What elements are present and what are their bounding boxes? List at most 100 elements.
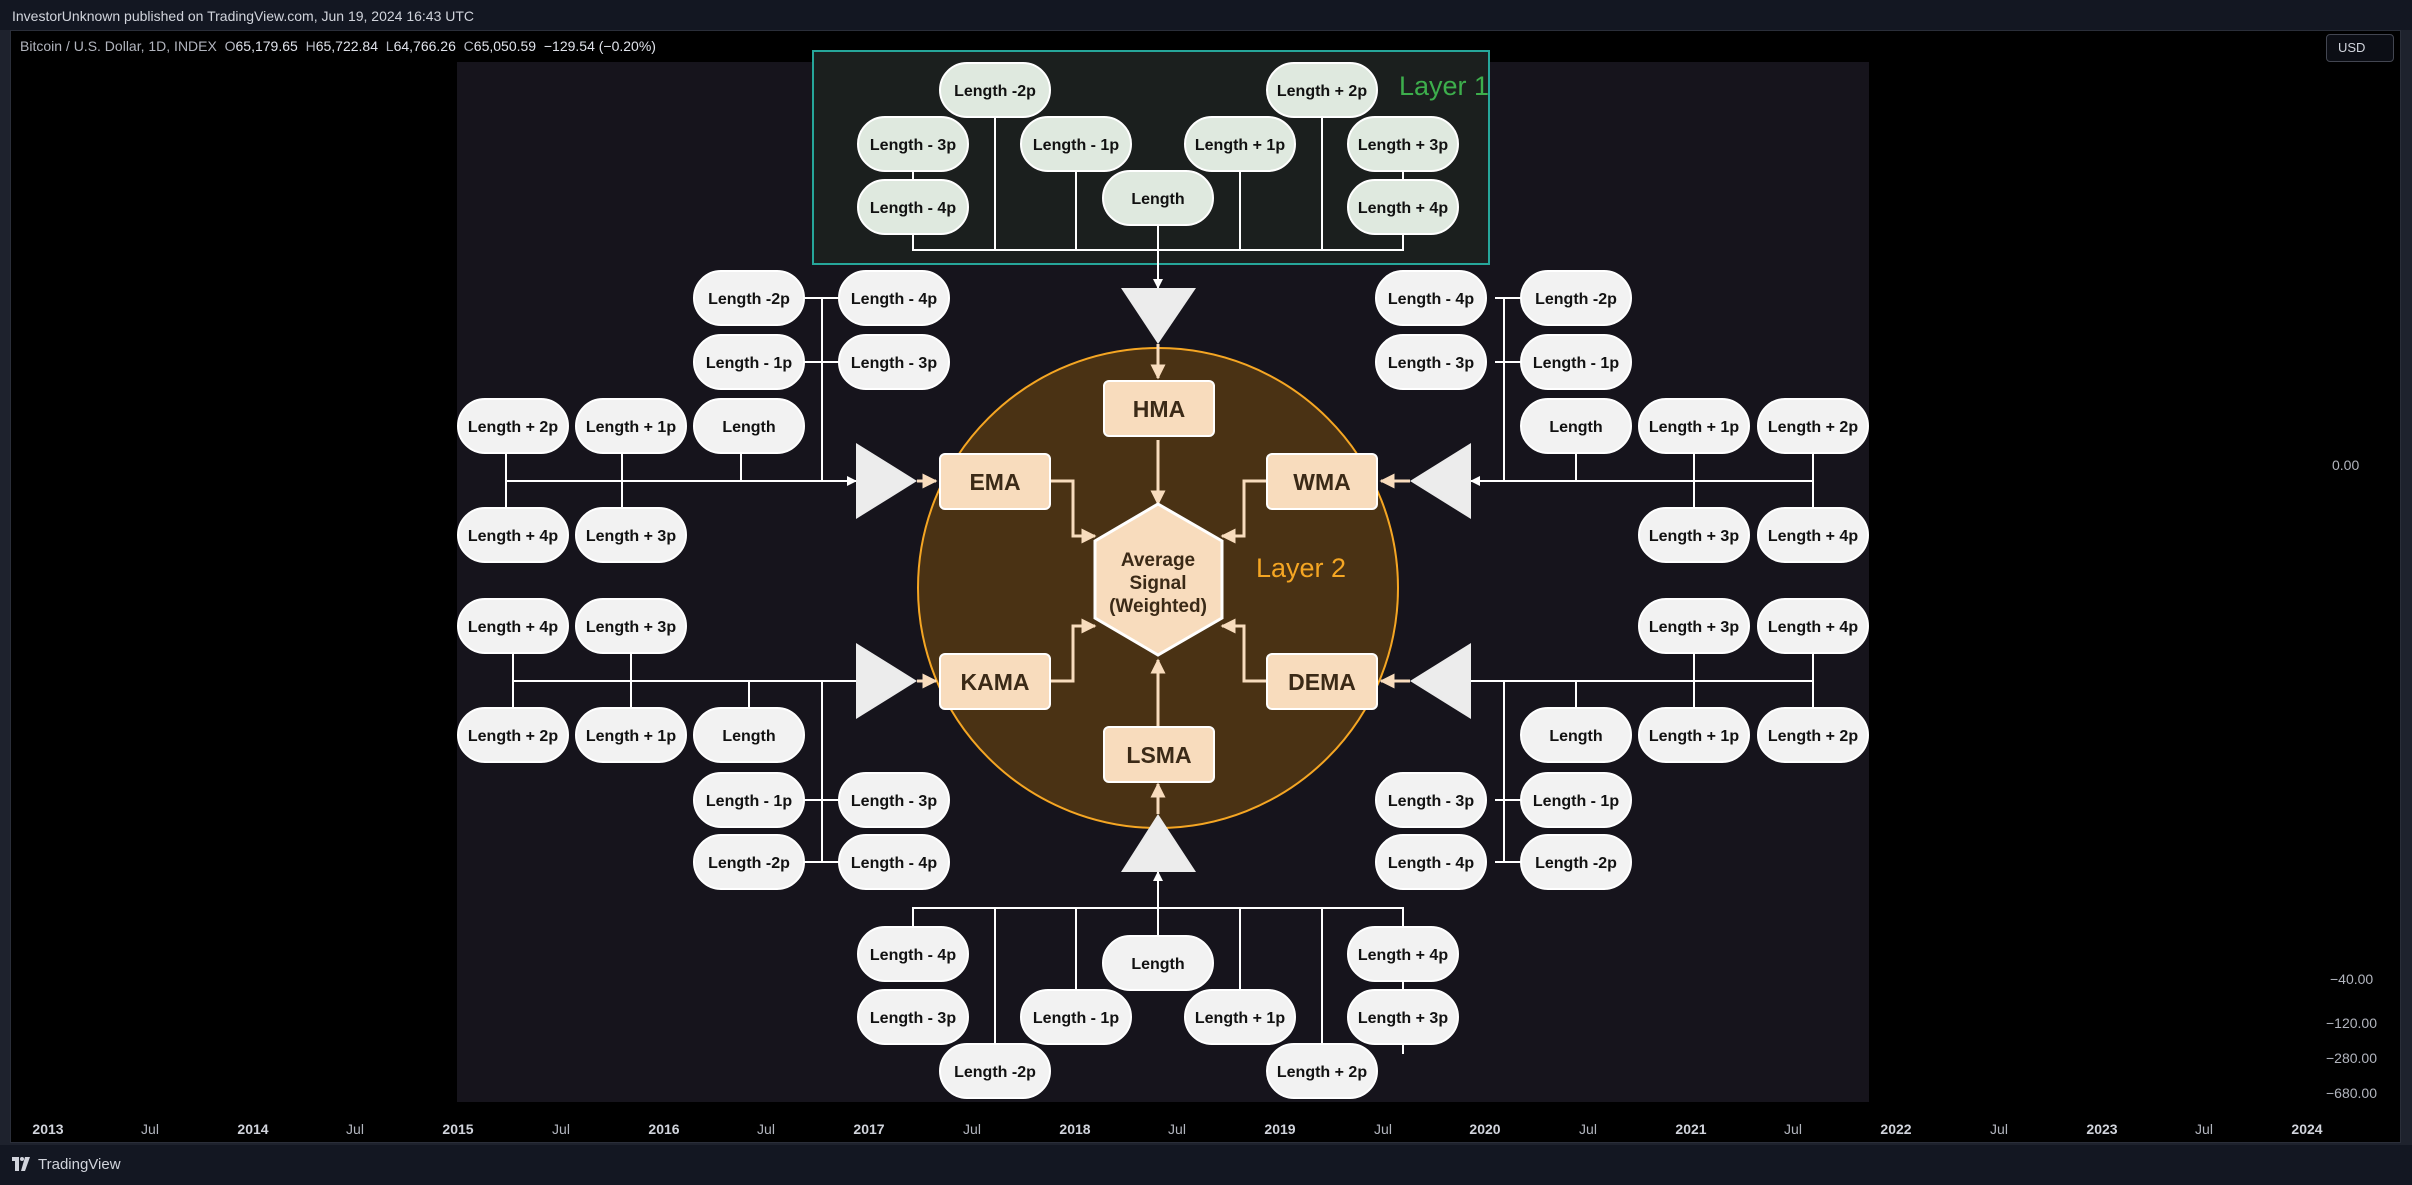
length-node: Length -2p	[939, 62, 1051, 118]
ma-lsma: LSMA	[1103, 726, 1215, 783]
time-label: 2020	[1469, 1121, 1501, 1137]
time-label: 2021	[1675, 1121, 1707, 1137]
time-label: 2022	[1880, 1121, 1912, 1137]
length-node-label: Length -2p	[954, 83, 1036, 100]
length-node: Length + 3p	[1638, 598, 1750, 654]
close-label: C	[463, 38, 474, 54]
length-node-pill	[1347, 989, 1459, 1045]
length-node: Length - 3p	[1375, 772, 1487, 828]
length-node-pill	[1638, 707, 1750, 763]
length-node: Length + 3p	[1347, 989, 1459, 1045]
open-label: O	[224, 38, 236, 54]
length-node: Length + 1p	[1184, 989, 1296, 1045]
length-node-pill	[1520, 772, 1632, 828]
length-node: Length - 1p	[693, 772, 805, 828]
center-line-2: Signal	[1129, 573, 1186, 594]
length-node-label: Length	[722, 728, 775, 745]
time-label: 2014	[237, 1121, 269, 1137]
length-node-pill	[838, 334, 950, 390]
length-node-label: Length -2p	[954, 1064, 1036, 1081]
length-node: Length - 4p	[838, 270, 950, 326]
center-line-1: Average	[1121, 550, 1195, 571]
length-node: Length - 1p	[693, 334, 805, 390]
length-node: Length + 1p	[575, 707, 687, 763]
length-node-pill	[857, 989, 969, 1045]
length-node: Length + 4p	[457, 507, 569, 563]
length-node: Length - 3p	[838, 334, 950, 390]
time-label: 2013	[32, 1121, 64, 1137]
length-node-label: Length + 1p	[1649, 419, 1739, 436]
length-node: Length + 1p	[575, 398, 687, 454]
length-node-label: Length + 4p	[1768, 528, 1858, 545]
price-label: 0.00	[2332, 457, 2360, 473]
length-node-label: Length - 1p	[1033, 137, 1119, 154]
length-node: Length + 1p	[1638, 398, 1750, 454]
length-node-pill	[1347, 926, 1459, 982]
length-node-pill	[1347, 116, 1459, 172]
length-node-pill	[575, 598, 687, 654]
length-node-label: Length + 3p	[586, 528, 676, 545]
triangle-left-lower-icon	[856, 643, 917, 719]
length-node: Length + 2p	[1266, 1043, 1378, 1099]
length-node-pill	[1102, 170, 1214, 226]
length-node-label: Length + 4p	[1358, 947, 1448, 964]
currency-button[interactable]: USD	[2326, 34, 2394, 62]
length-node-pill	[693, 398, 805, 454]
length-node-label: Length + 2p	[468, 728, 558, 745]
length-node: Length + 3p	[575, 507, 687, 563]
length-node-label: Length + 2p	[1768, 419, 1858, 436]
length-node-pill	[1520, 270, 1632, 326]
length-node-pill	[939, 62, 1051, 118]
price-label: −680.00	[2326, 1085, 2377, 1101]
length-node-label: Length + 4p	[468, 619, 558, 636]
length-node-label: Length	[1549, 419, 1602, 436]
tradingview-logo-icon	[12, 1157, 30, 1171]
length-node-pill	[457, 507, 569, 563]
length-node-label: Length + 2p	[1277, 1064, 1367, 1081]
length-node: Length + 2p	[1757, 398, 1869, 454]
length-node-pill	[575, 507, 687, 563]
length-node: Length - 3p	[1375, 334, 1487, 390]
length-node-pill	[857, 179, 969, 235]
length-node-pill	[1375, 834, 1487, 890]
close-value: 65,050.59	[473, 38, 537, 54]
length-node-pill	[1757, 398, 1869, 454]
length-node: Length - 4p	[1375, 270, 1487, 326]
time-label: 2019	[1264, 1121, 1296, 1137]
time-label: 2024	[2291, 1121, 2323, 1137]
length-node: Length + 4p	[1347, 179, 1459, 235]
length-node: Length	[1102, 170, 1214, 226]
length-node-pill	[693, 834, 805, 890]
length-node-label: Length + 4p	[468, 528, 558, 545]
length-node: Length -2p	[1520, 270, 1632, 326]
length-node: Length - 1p	[1520, 772, 1632, 828]
length-node-label: Length - 1p	[1533, 793, 1619, 810]
length-node-label: Length - 4p	[851, 291, 937, 308]
time-label: Jul	[141, 1121, 159, 1137]
publish-bar: InvestorUnknown published on TradingView…	[0, 0, 2412, 30]
length-node-pill	[1266, 1043, 1378, 1099]
length-node-pill	[1375, 270, 1487, 326]
publish-info: InvestorUnknown published on TradingView…	[12, 8, 475, 24]
length-node-pill	[857, 116, 969, 172]
symbol-name: Bitcoin / U.S. Dollar, 1D, INDEX	[20, 38, 217, 54]
length-node: Length -2p	[693, 834, 805, 890]
time-label: Jul	[1168, 1121, 1186, 1137]
ma-ema: EMA	[939, 453, 1051, 510]
length-node: Length	[693, 707, 805, 763]
center-line-3: (Weighted)	[1109, 596, 1207, 617]
length-node-label: Length - 3p	[870, 137, 956, 154]
length-node: Length + 2p	[457, 398, 569, 454]
time-label: Jul	[1784, 1121, 1802, 1137]
length-node: Length -2p	[1520, 834, 1632, 890]
triangle-right-upper-icon	[1410, 443, 1471, 519]
length-node: Length - 3p	[857, 116, 969, 172]
length-node-label: Length + 3p	[586, 619, 676, 636]
length-node: Length + 3p	[1638, 507, 1750, 563]
length-node-pill	[457, 707, 569, 763]
low-label: L	[385, 38, 394, 54]
length-node-pill	[1020, 116, 1132, 172]
length-node-label: Length + 3p	[1358, 1010, 1448, 1027]
length-node-pill	[857, 926, 969, 982]
ma-wma-label: WMA	[1293, 469, 1350, 495]
